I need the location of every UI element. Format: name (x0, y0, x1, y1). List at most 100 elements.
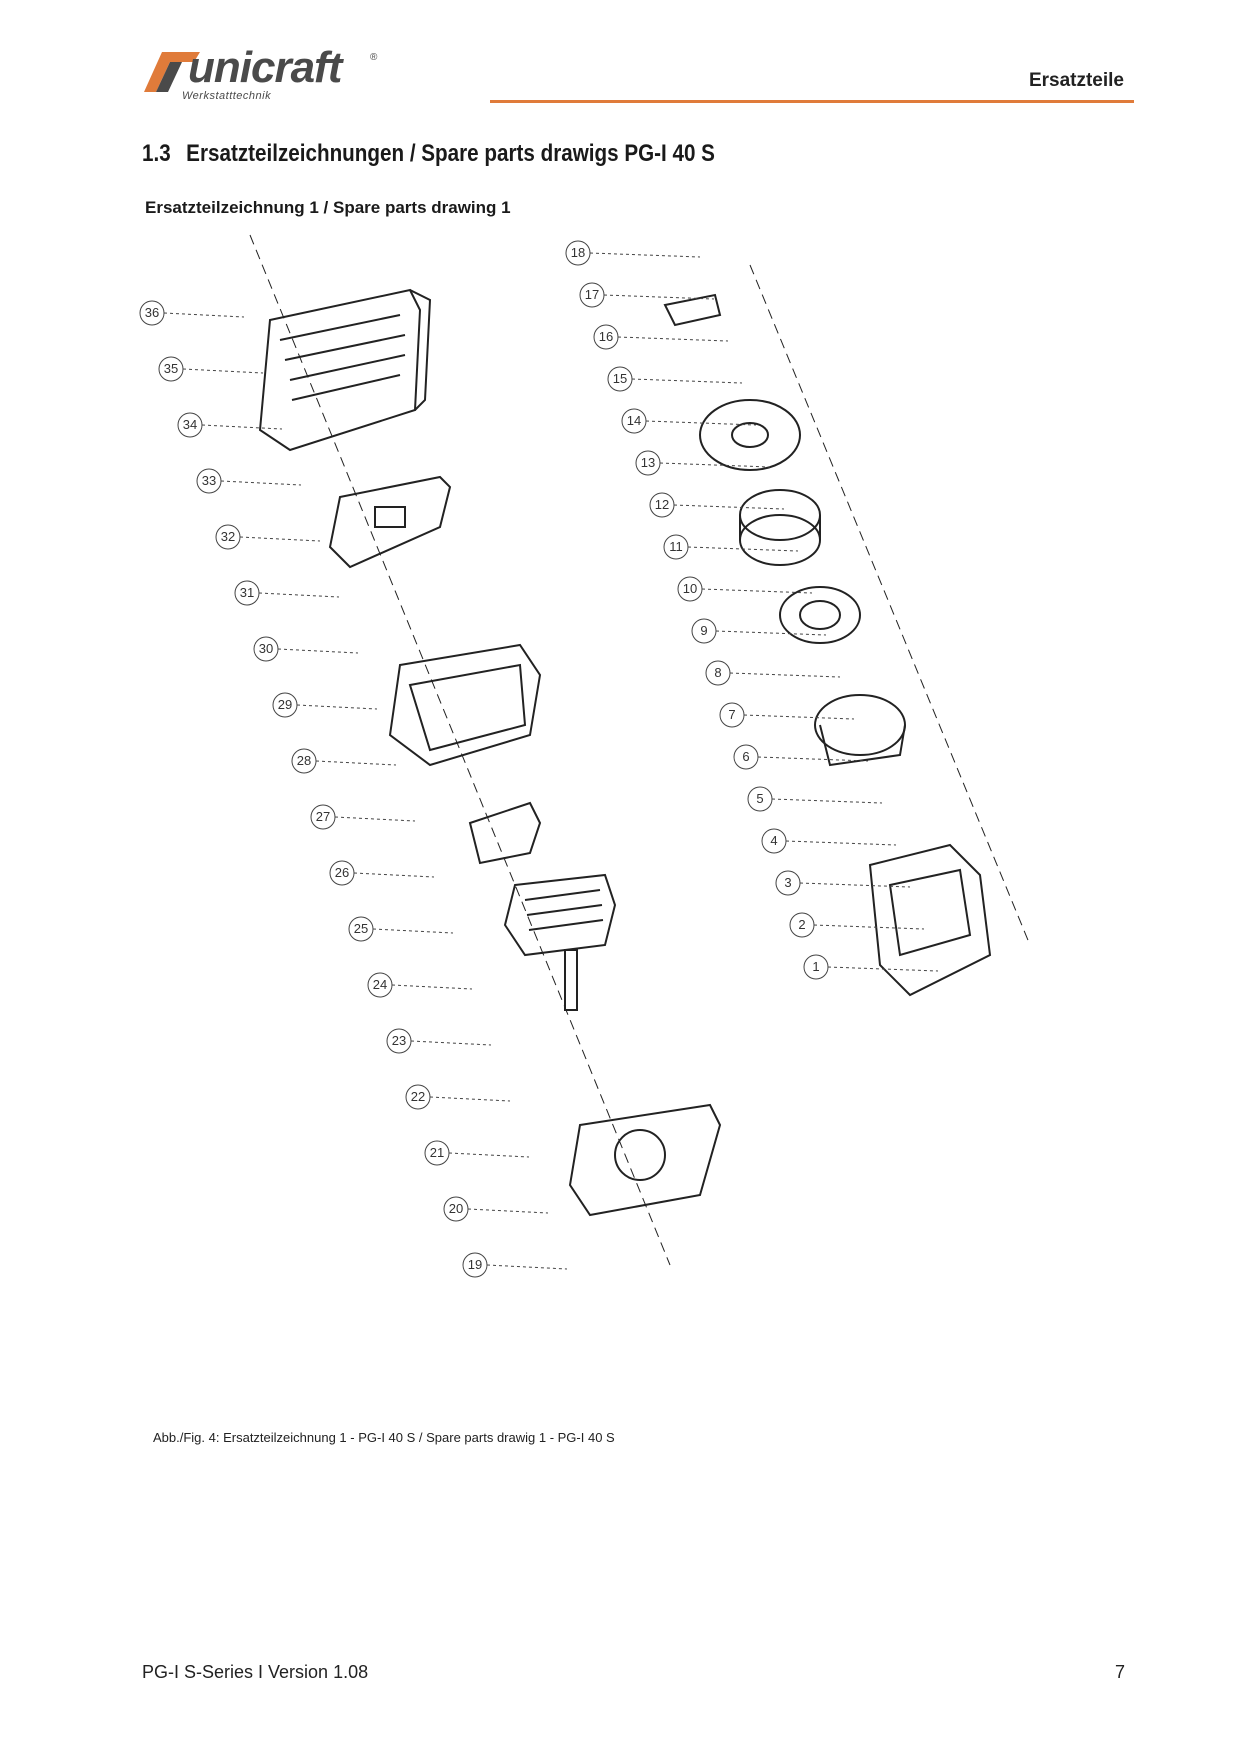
callout-number: 12 (655, 497, 669, 512)
callout-28: 28 (291, 748, 397, 774)
callout-leader-line (631, 378, 743, 384)
callout-33: 33 (196, 468, 302, 494)
part-engine-block (868, 843, 992, 997)
callout-circle (621, 408, 647, 434)
callout-31: 31 (234, 580, 340, 606)
callout-number: 23 (392, 1033, 406, 1048)
callout-26: 26 (329, 860, 435, 886)
callout-number: 7 (728, 707, 735, 722)
callout-15: 15 (607, 366, 743, 392)
callout-number: 2 (798, 917, 805, 932)
callout-circle (310, 804, 336, 830)
callout-circle (747, 786, 773, 812)
callout-leader-line (467, 1208, 549, 1214)
callout-leader-line (277, 648, 359, 654)
callout-leader-line (645, 420, 757, 426)
callout-circle (272, 692, 298, 718)
callout-number: 6 (742, 749, 749, 764)
callout-number: 19 (468, 1257, 482, 1272)
left-assembly-axis (249, 234, 671, 1266)
callout-leader-line (673, 504, 785, 510)
callout-leader-line (334, 816, 416, 822)
callout-circle (329, 860, 355, 886)
callout-number: 18 (571, 245, 585, 260)
callout-circle (424, 1140, 450, 1166)
callout-leader-line (220, 480, 302, 486)
callout-number: 8 (714, 665, 721, 680)
callout-number: 34 (183, 417, 197, 432)
callout-circle (733, 744, 759, 770)
callout-number: 15 (613, 371, 627, 386)
callout-number: 25 (354, 921, 368, 936)
callout-36: 36 (139, 300, 245, 326)
callout-circle (663, 534, 689, 560)
callout-number: 16 (599, 329, 613, 344)
callout-number: 31 (240, 585, 254, 600)
part-fan (699, 399, 801, 471)
callout-number: 9 (700, 623, 707, 638)
callout-leader-line (813, 924, 925, 930)
callout-circle (565, 240, 591, 266)
callout-number: 35 (164, 361, 178, 376)
part-bracket (468, 801, 542, 865)
callout-circle (348, 916, 374, 942)
callout-leader-line (799, 882, 911, 888)
callout-9: 9 (691, 618, 827, 644)
callout-circle (789, 912, 815, 938)
drawing-title: Ersatzteilzeichnung 1 / Spare parts draw… (145, 198, 511, 217)
callout-leader-line (771, 798, 883, 804)
callout-circle (386, 1028, 412, 1054)
callout-leader-line (757, 756, 869, 762)
callout-35: 35 (158, 356, 264, 382)
callout-leader-line (617, 336, 729, 342)
part-fuel-tank (503, 873, 617, 1011)
callout-circle (705, 660, 731, 686)
callout-29: 29 (272, 692, 378, 718)
callout-number: 14 (627, 413, 641, 428)
callout-34: 34 (177, 412, 283, 438)
callout-number: 17 (585, 287, 599, 302)
callout-number: 27 (316, 809, 330, 824)
callout-circle (677, 576, 703, 602)
right-assembly-axis (749, 264, 1031, 946)
part-top-bracket (663, 293, 722, 327)
callout-21: 21 (424, 1140, 530, 1166)
callout-19: 19 (462, 1252, 568, 1278)
callout-circle (775, 870, 801, 896)
callout-leader-line (163, 312, 245, 318)
callout-number: 4 (770, 833, 777, 848)
callout-1: 1 (803, 954, 939, 980)
callout-leader-line (729, 672, 841, 678)
callout-12: 12 (649, 492, 785, 518)
callout-number: 1 (812, 959, 819, 974)
callout-leader-line (410, 1040, 492, 1046)
callout-circle (234, 580, 260, 606)
callout-5: 5 (747, 786, 883, 812)
figure-caption: Abb./Fig. 4: Ersatzteilzeichnung 1 - PG-… (153, 1430, 615, 1445)
callout-circle (462, 1252, 488, 1278)
callout-number: 26 (335, 865, 349, 880)
callout-leader-line (296, 704, 378, 710)
callout-leader-line (391, 984, 473, 990)
callout-leader-line (659, 462, 771, 468)
callout-30: 30 (253, 636, 359, 662)
callout-leader-line (589, 252, 701, 258)
callout-number: 10 (683, 581, 697, 596)
header-section-label: Ersatzteile (1028, 70, 1124, 91)
callout-leader-line (743, 714, 855, 720)
callout-24: 24 (367, 972, 473, 998)
callout-circle (443, 1196, 469, 1222)
callout-circle (719, 702, 745, 728)
callout-circle (593, 324, 619, 350)
callout-number: 24 (373, 977, 387, 992)
callout-leader-line (239, 536, 321, 542)
section-title-text: Ersatzteilzeichnungen / Spare parts draw… (186, 140, 715, 167)
callout-number: 11 (669, 539, 683, 554)
footer-page-number: 7 (1114, 1662, 1125, 1682)
callout-number: 21 (430, 1145, 444, 1160)
callout-leader-line (182, 368, 264, 374)
callout-10: 10 (677, 576, 813, 602)
part-bottom-cover (568, 1103, 722, 1217)
callout-circle (635, 450, 661, 476)
